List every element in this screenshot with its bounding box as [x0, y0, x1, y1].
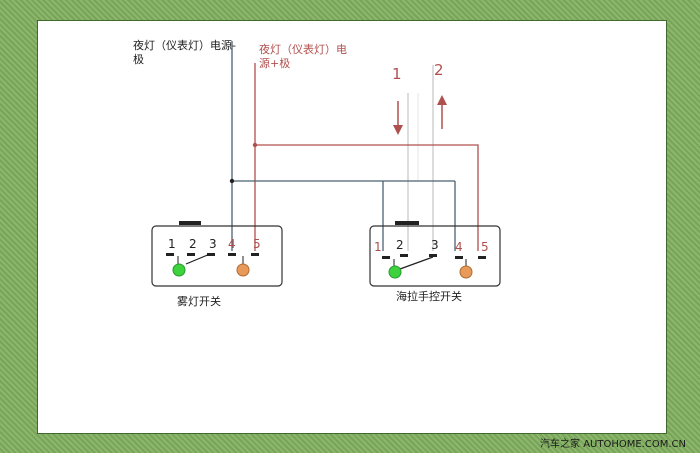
night-light-pos-label-1: 夜灯（仪表灯）电: [259, 42, 347, 56]
hella-led-orange-icon: [459, 265, 473, 279]
fog-pin-5: 5: [253, 237, 261, 251]
wire-2-label: 2: [434, 61, 444, 79]
arrow-up-icon: [437, 95, 447, 129]
fog-led-orange-icon: [236, 263, 250, 277]
hella-pin-3: 3: [431, 238, 439, 252]
hella-led-green-icon: [388, 265, 402, 279]
night-light-neg-label-1: 夜灯（仪表灯）电源-: [133, 38, 236, 52]
night-light-neg-label-2: 极: [133, 52, 144, 66]
junction-pos: [252, 142, 258, 148]
wiring-diagram: 夜灯（仪表灯）电源- 极 夜灯（仪表灯）电 源+极 1 2: [133, 38, 501, 308]
fog-switch-caption: 雾灯开关: [177, 294, 221, 308]
hella-pin-5: 5: [481, 240, 489, 254]
hella-pin-2: 2: [396, 238, 404, 252]
hella-pin-1: 1: [374, 240, 382, 254]
fog-pin-1: 1: [168, 237, 176, 251]
hella-contact-pads: [382, 254, 486, 259]
wire-pos-bridge: [255, 144, 479, 251]
fog-switch-top-contact: [179, 221, 201, 225]
hella-switch-top-contact: [395, 221, 419, 225]
fog-pin-2: 2: [189, 237, 197, 251]
hella-switch-box: [369, 225, 501, 287]
hella-switch-caption: 海拉手控开关: [396, 289, 462, 303]
night-light-pos-label-2: 源+极: [259, 56, 290, 70]
fog-pin-4: 4: [228, 237, 236, 251]
junction-neg: [229, 178, 235, 184]
fog-switch-lever: [185, 253, 211, 265]
arrow-down-icon: [393, 101, 403, 135]
fog-contact-pads: [166, 253, 259, 256]
watermark: 汽车之家 AUTOHOME.COM.CN: [540, 439, 686, 450]
wire-1-label: 1: [392, 65, 402, 83]
fog-led-green-icon: [172, 263, 186, 277]
fog-switch-box: [151, 225, 283, 287]
diagram-canvas: 夜灯（仪表灯）电源- 极 夜灯（仪表灯）电 源+极 1 2: [37, 20, 667, 434]
hella-pin-4: 4: [455, 240, 463, 254]
fog-pin-3: 3: [209, 237, 217, 251]
hella-switch-lever: [399, 256, 434, 270]
